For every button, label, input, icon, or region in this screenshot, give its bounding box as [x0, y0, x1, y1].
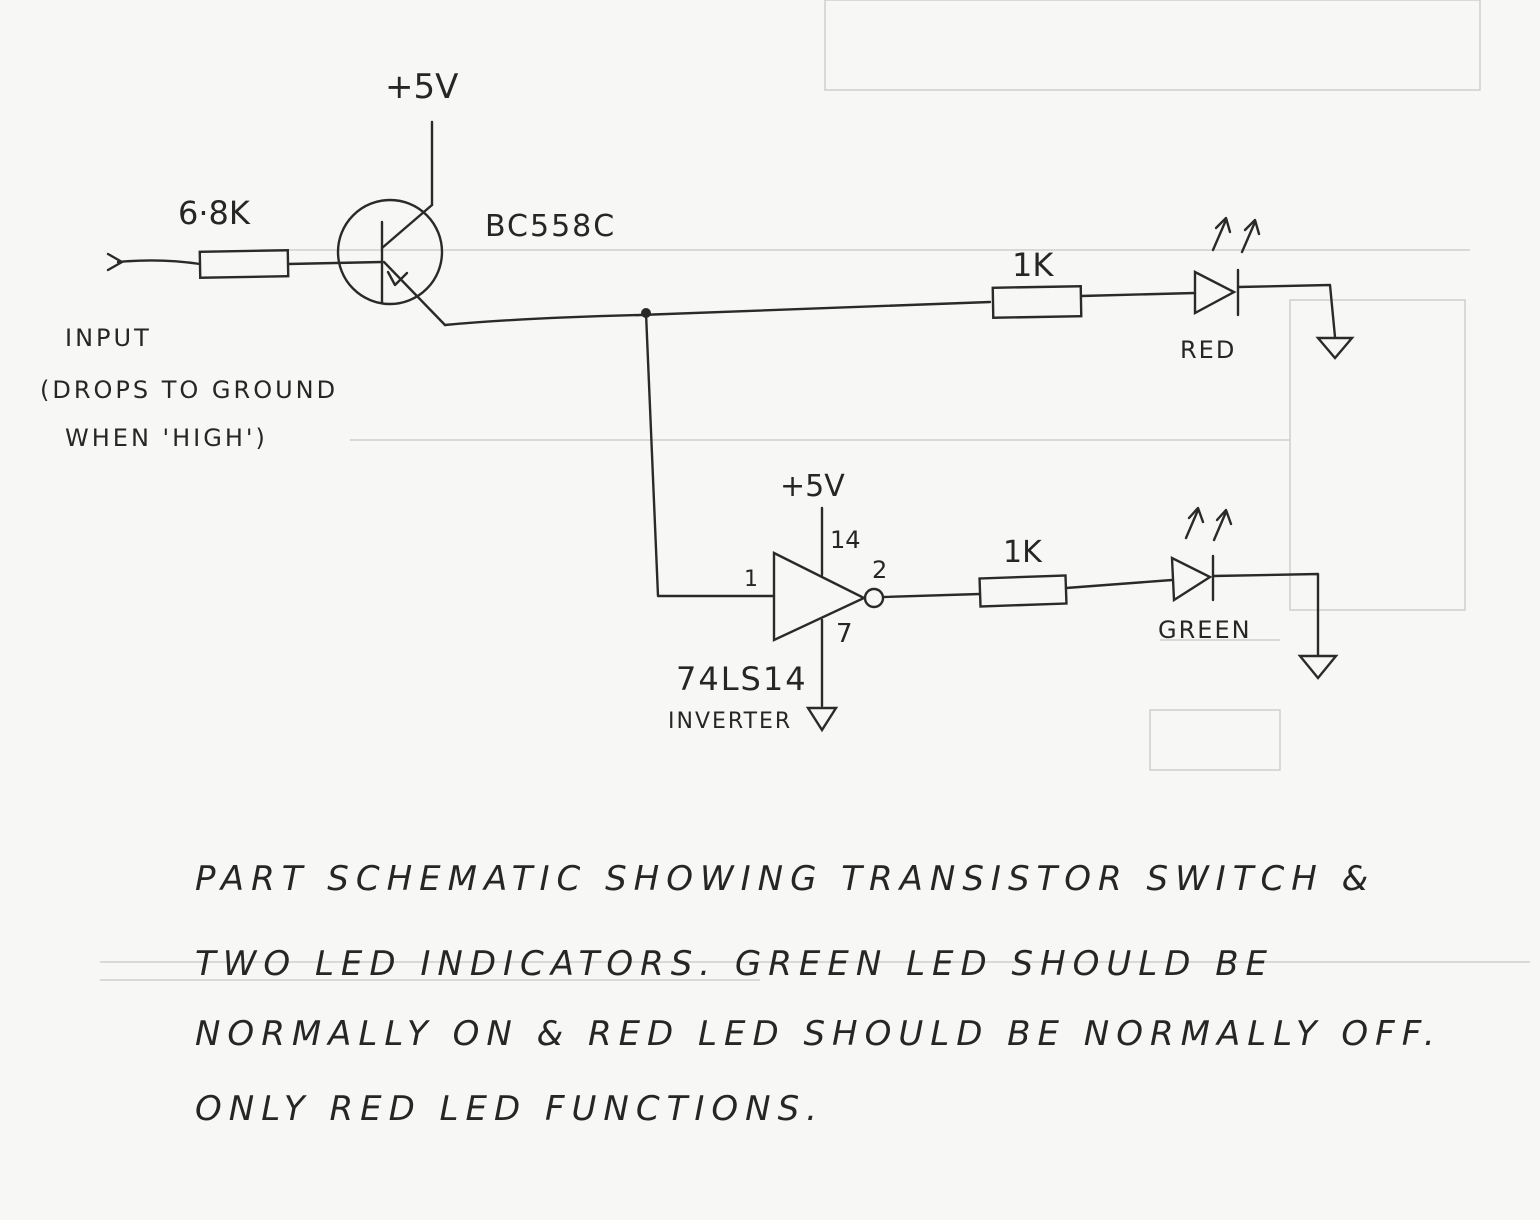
base-wire — [286, 260, 384, 266]
green-led-ground-wire — [1211, 572, 1320, 657]
pin-vcc-label: 14 — [830, 526, 861, 554]
red-led-label: RED — [1180, 336, 1236, 364]
pin-gnd-label: 7 — [836, 619, 853, 649]
pin-out-label: 2 — [872, 556, 887, 584]
input-wire — [116, 259, 202, 266]
red-led-wire — [1079, 291, 1197, 298]
green-led-wire — [1064, 578, 1174, 590]
green-led-ground-symbol — [1297, 654, 1339, 680]
green-resistor-label: 1K — [1003, 535, 1043, 570]
caption-line-3: NORMALLY ON & RED LED SHOULD BE NORMALLY… — [195, 1014, 1442, 1054]
green-led-label: GREEN — [1158, 616, 1252, 644]
inverter-output-wire — [881, 592, 982, 599]
transistor-label: BC558C — [485, 209, 616, 244]
emitter-wire — [443, 300, 992, 327]
caption-line-2: TWO LED INDICATORS. GREEN LED SHOULD BE — [195, 944, 1274, 984]
input-note-line1: (DROPS TO GROUND — [40, 376, 338, 404]
input-label: INPUT — [65, 324, 152, 352]
input-resistor — [198, 249, 290, 279]
green-led — [1170, 506, 1233, 603]
input-resistor-label: 6·8K — [178, 194, 251, 232]
caption-line-1: PART SCHEMATIC SHOWING TRANSISTOR SWITCH… — [195, 859, 1375, 899]
supply-label-top: +5V — [385, 67, 458, 107]
inverter-74ls14 — [772, 506, 885, 708]
red-led-resistor — [991, 285, 1083, 319]
inverter-input-wire — [644, 311, 776, 598]
red-led-ground-symbol — [1315, 336, 1355, 360]
green-led-resistor — [978, 574, 1068, 608]
ic-part-label: 74LS14 — [676, 660, 808, 698]
pin-in-label: 1 — [744, 567, 758, 592]
paper-show-through — [100, 0, 1530, 981]
ic-type-label: INVERTER — [668, 709, 792, 734]
inverter-ground-symbol — [805, 706, 839, 733]
red-led — [1193, 216, 1261, 317]
pnp-transistor-bc558c — [336, 120, 447, 327]
caption-line-4: ONLY RED LED FUNCTIONS. — [195, 1089, 824, 1129]
inverter-supply-label: +5V — [780, 469, 845, 504]
input-note-line2: WHEN 'HIGH') — [65, 424, 268, 452]
red-led-ground-wire — [1236, 283, 1337, 339]
red-resistor-label: 1K — [1012, 246, 1054, 284]
